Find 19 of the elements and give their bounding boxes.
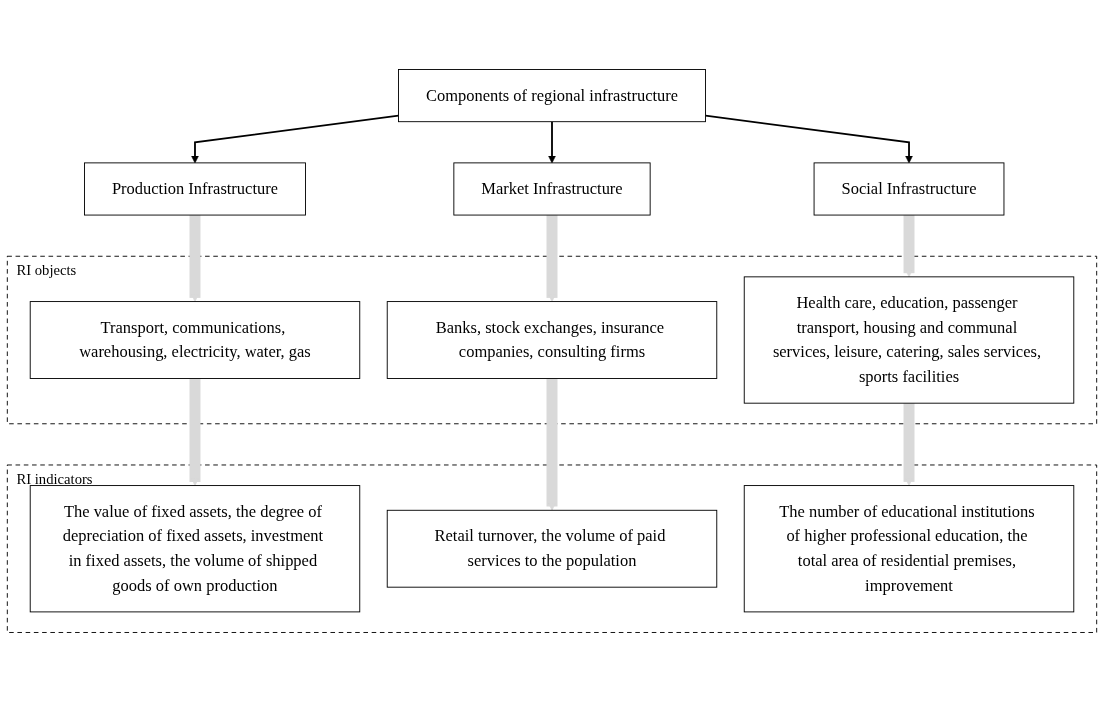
- node-box: Market Infrastructure: [453, 162, 651, 216]
- node-box: Social Infrastructure: [813, 162, 1005, 216]
- arrow: [903, 403, 915, 486]
- arrow: [547, 120, 557, 164]
- arrow: [903, 215, 915, 278]
- arrow: [546, 215, 558, 302]
- arrow: [546, 378, 558, 511]
- node-box: Banks, stock exchanges, insurance companies, consulting firms: [386, 301, 718, 379]
- arrow: [189, 215, 201, 302]
- node-box: Health care, education, passenger transport, housing and communal services, leisure, catering, sales services, sports facilities: [743, 276, 1075, 404]
- arrow: [190, 114, 400, 164]
- node-box: Transport, communications, warehousing, electricity, water, gas: [29, 301, 361, 379]
- node-box: The value of fixed assets, the degree of depreciation of fixed assets, investment in fixed assets, the volume of shipped goods of own production: [29, 485, 361, 613]
- arrow: [704, 114, 914, 164]
- arrow: [189, 378, 201, 486]
- node-box: Components of regional infrastructure: [398, 69, 706, 123]
- node-box: Retail turnover, the volume of paid services to the population: [386, 509, 718, 588]
- node-box: Production Infrastructure: [84, 162, 306, 216]
- node-box: The number of educational institutions of higher professional education, the total area of residential premises, improvement: [743, 485, 1075, 613]
